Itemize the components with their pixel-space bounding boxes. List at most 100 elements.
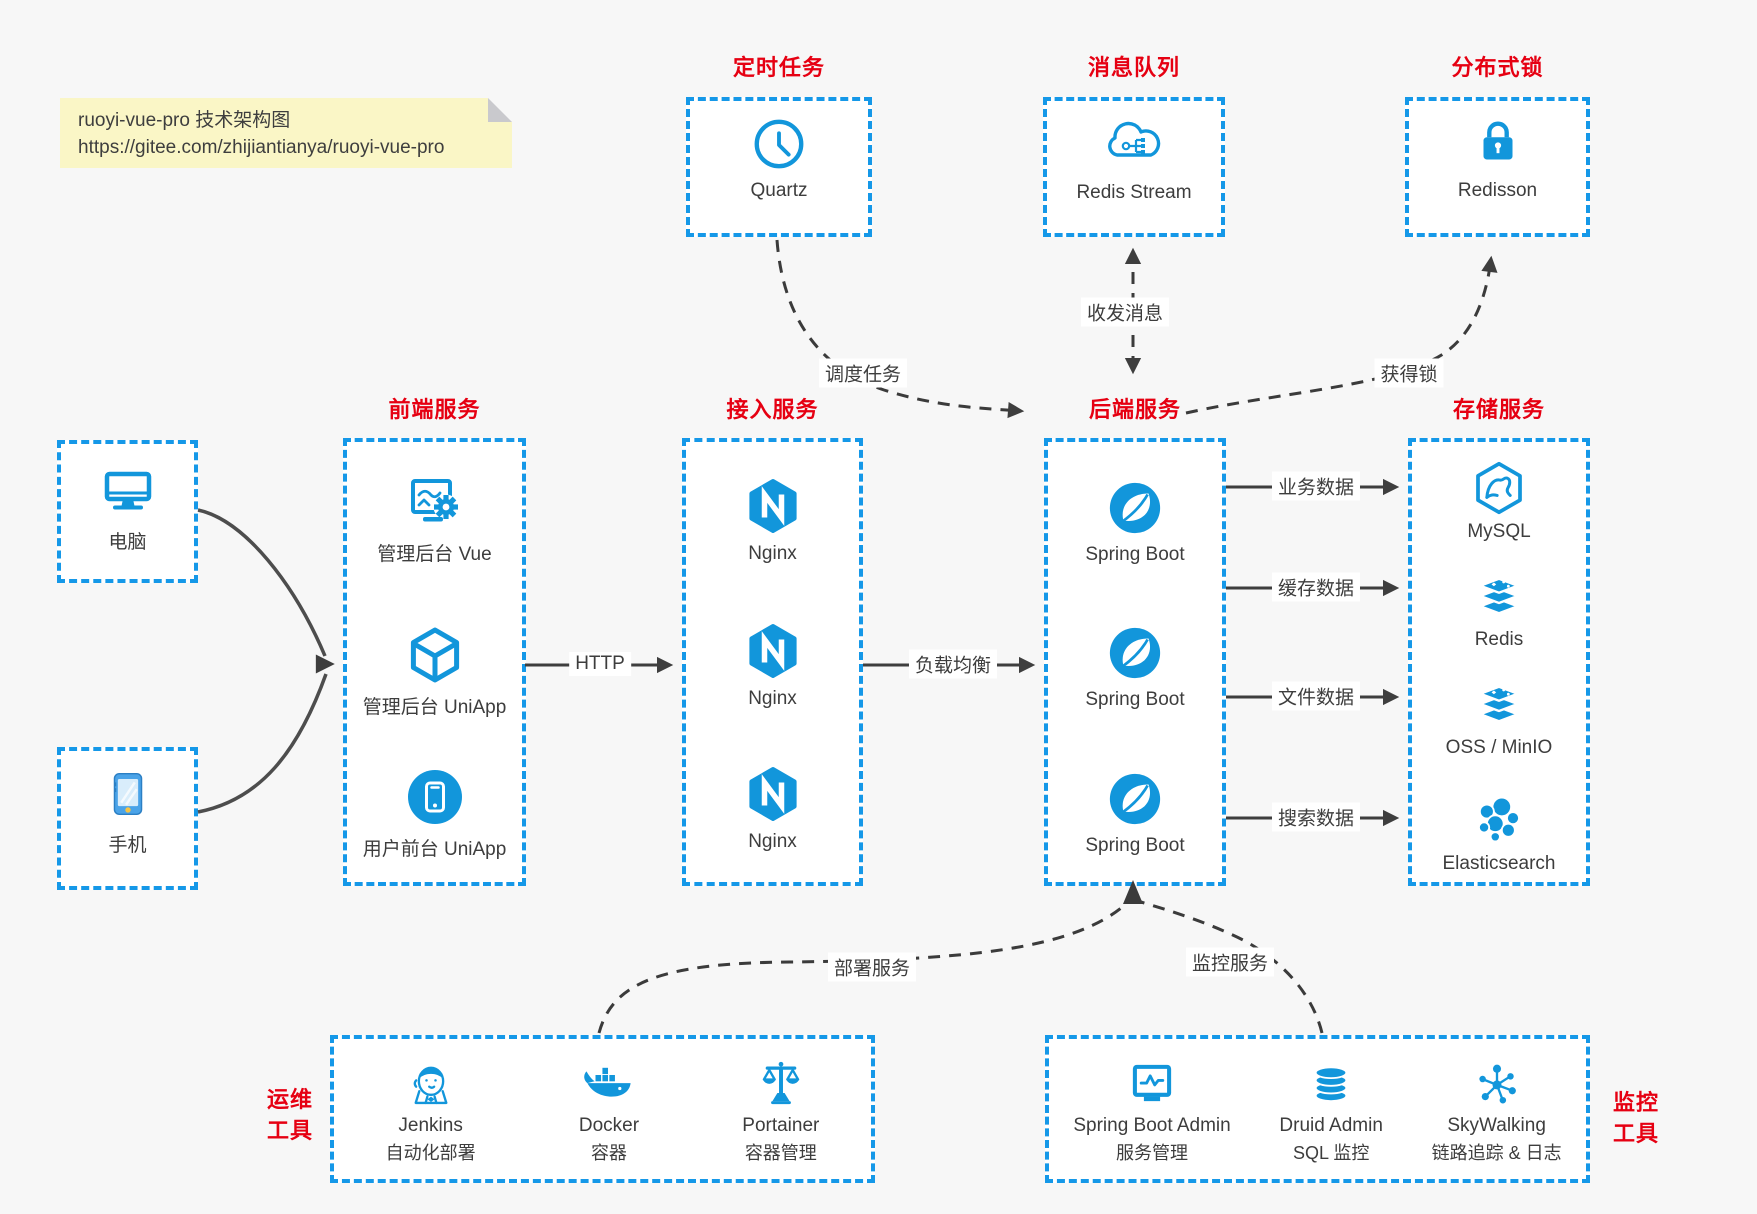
- spring-boot-node-3: Spring Boot: [1048, 770, 1222, 857]
- druid-icon: [1314, 1066, 1348, 1102]
- phone-client-node: 手机: [61, 765, 194, 857]
- redis-label: Redis: [1474, 629, 1524, 650]
- edge-phone-to-frontend: [197, 673, 328, 814]
- admin-vue-icon: [410, 479, 458, 522]
- admin-uniapp-label: 管理后台 UniApp: [362, 697, 507, 718]
- redis-node: Redis: [1412, 568, 1586, 651]
- jenkins-icon: [413, 1066, 448, 1105]
- monitor-tools-title: 监控 工具: [1598, 1087, 1674, 1149]
- access-services-box: Nginx Nginx Nginx: [682, 438, 863, 886]
- druid-desc: SQL 监控: [1292, 1143, 1370, 1163]
- skywalking-name: SkyWalking: [1447, 1115, 1546, 1136]
- monitor-title-line1: 监控: [1612, 1090, 1659, 1115]
- uniapp-cube-icon: [410, 627, 459, 683]
- monitor-tools-box: Spring Boot Admin 服务管理 Druid Admin SQL 监…: [1045, 1035, 1590, 1183]
- nginx-label: Nginx: [748, 688, 797, 709]
- cloud-stream-icon: [1108, 121, 1161, 157]
- edge-acquire-lock: [1185, 255, 1498, 415]
- spring-boot-node-2: Spring Boot: [1048, 624, 1222, 711]
- jenkins-desc: 自动化部署: [385, 1143, 476, 1163]
- spring-boot-label: Spring Boot: [1085, 689, 1185, 710]
- druid-name: Druid Admin: [1279, 1115, 1383, 1136]
- spring-boot-icon: [1109, 773, 1161, 825]
- redisson-label: Redisson: [1457, 180, 1538, 201]
- scheduled-task-box: Quartz: [686, 97, 872, 237]
- admin-vue-node: 管理后台 Vue: [347, 472, 522, 566]
- note-title: ruoyi-vue-pro 技术架构图: [78, 110, 291, 131]
- note-fold-corner: [488, 98, 512, 122]
- backend-services-title: 后端服务: [1088, 397, 1181, 422]
- computer-icon: [104, 471, 151, 510]
- message-queue-title: 消息队列: [1087, 55, 1180, 80]
- ops-title-line2: 工具: [266, 1118, 313, 1143]
- monitor-title-line2: 工具: [1612, 1121, 1659, 1146]
- redis-stack-icon: [1479, 577, 1519, 615]
- storage-services-title: 存储服务: [1452, 397, 1545, 422]
- spring-boot-admin-icon: [1132, 1064, 1172, 1102]
- nginx-label: Nginx: [748, 831, 797, 852]
- acquire-lock-label: 获得锁: [1374, 358, 1444, 388]
- pc-label: 电脑: [108, 532, 147, 553]
- load-balance-label: 负载均衡: [908, 649, 998, 679]
- nginx-icon: [748, 624, 797, 678]
- message-queue-box: Redis Stream: [1043, 97, 1225, 237]
- mysql-node: MySQL: [1412, 460, 1586, 543]
- frontend-services-title: 前端服务: [388, 397, 481, 422]
- send-receive-message-label: 收发消息: [1080, 297, 1170, 327]
- scheduled-task-title: 定时任务: [732, 55, 825, 80]
- frontend-services-box: 管理后台 Vue 管理后台 UniApp 用户前台 UniApp: [343, 438, 526, 886]
- lock-icon: [1483, 121, 1512, 160]
- redisson-node: Redisson: [1409, 115, 1586, 202]
- mysql-label: MySQL: [1467, 521, 1531, 542]
- distributed-lock-title: 分布式锁: [1451, 55, 1544, 80]
- clock-icon: [754, 119, 804, 169]
- business-data-label: 业务数据: [1271, 471, 1361, 501]
- mysql-icon: [1476, 461, 1522, 515]
- docker-node: Docker 容器: [579, 1057, 639, 1165]
- portainer-desc: 容器管理: [744, 1143, 817, 1163]
- admin-vue-label: 管理后台 Vue: [377, 544, 492, 565]
- quartz-label: Quartz: [750, 180, 808, 201]
- nginx-node-1: Nginx: [686, 476, 859, 565]
- phone-client-box: 手机: [57, 747, 198, 890]
- portainer-name: Portainer: [742, 1115, 820, 1136]
- ops-title-line1: 运维: [266, 1087, 313, 1112]
- admin-uniapp-node: 管理后台 UniApp: [347, 625, 522, 719]
- smartphone-icon: [113, 772, 142, 816]
- pc-client-box: 电脑: [57, 440, 198, 583]
- nginx-icon: [748, 767, 797, 821]
- user-app-icon: [407, 770, 462, 824]
- pc-client-node: 电脑: [61, 460, 194, 554]
- quartz-node: Quartz: [690, 115, 868, 202]
- skywalking-icon: [1478, 1064, 1516, 1104]
- redis-stream-label: Redis Stream: [1076, 182, 1192, 203]
- nginx-icon: [748, 479, 797, 533]
- elasticsearch-label: Elasticsearch: [1442, 853, 1556, 874]
- spring-boot-admin-node: Spring Boot Admin 服务管理: [1073, 1057, 1231, 1165]
- skywalking-node: SkyWalking 链路追踪 & 日志: [1432, 1057, 1562, 1165]
- skywalking-desc: 链路追踪 & 日志: [1431, 1143, 1562, 1163]
- user-app-node: 用户前台 UniApp: [347, 767, 522, 861]
- oss-minio-node: OSS / MinIO: [1412, 676, 1586, 759]
- distributed-lock-box: Redisson: [1405, 97, 1590, 237]
- portainer-node: Portainer 容器管理: [742, 1057, 819, 1165]
- docker-icon: [584, 1067, 631, 1097]
- spring-boot-admin-desc: 服务管理: [1116, 1143, 1189, 1163]
- spring-boot-admin-name: Spring Boot Admin: [1073, 1115, 1231, 1136]
- file-data-label: 文件数据: [1271, 681, 1361, 711]
- docker-desc: 容器: [590, 1143, 627, 1163]
- monitor-service-label: 监控服务: [1185, 947, 1275, 977]
- oss-minio-label: OSS / MinIO: [1445, 737, 1553, 758]
- elasticsearch-icon: [1478, 796, 1520, 843]
- schedule-task-label: 调度任务: [818, 358, 908, 388]
- jenkins-name: Jenkins: [398, 1115, 463, 1136]
- edge-pc-to-frontend: [197, 508, 327, 657]
- spring-boot-icon: [1109, 482, 1161, 534]
- docker-name: Docker: [578, 1115, 640, 1136]
- search-data-label: 搜索数据: [1271, 802, 1361, 832]
- nginx-label: Nginx: [748, 543, 797, 564]
- phone-label: 手机: [108, 835, 147, 856]
- note-url: https://gitee.com/zhijiantianya/ruoyi-vu…: [78, 137, 445, 158]
- elasticsearch-node: Elasticsearch: [1412, 792, 1586, 875]
